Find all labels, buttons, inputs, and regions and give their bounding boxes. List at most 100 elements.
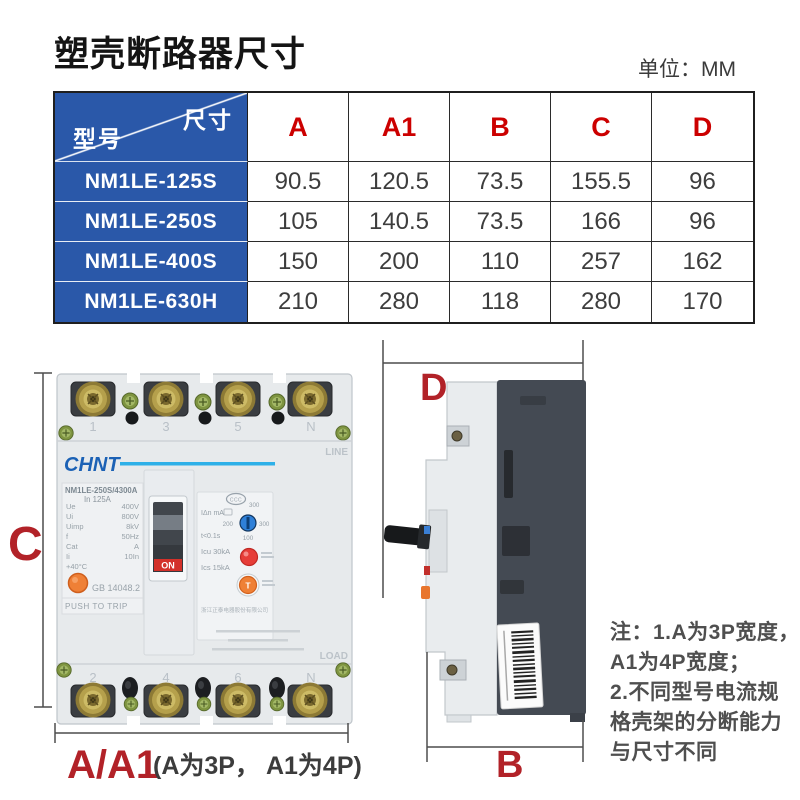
dim-label-c: C	[8, 518, 43, 571]
spec-label: Ue	[66, 502, 76, 511]
value-cell: 150	[248, 242, 349, 282]
table-row: NM1LE-630H 210 280 118 280 170	[55, 282, 753, 322]
pole-number: N	[306, 419, 315, 434]
on-indicator	[154, 559, 182, 571]
pole-number: 6	[234, 670, 241, 685]
corner-label-model: 型号	[73, 126, 123, 152]
terminal-screw-icon	[74, 380, 112, 418]
value-cell: 110	[450, 242, 551, 282]
dial-value-right: 300	[259, 521, 270, 528]
brand-logo: CHNT	[64, 454, 121, 476]
dim-label-d: D	[420, 367, 447, 409]
pole-number: 2	[89, 670, 96, 685]
brand-accent-line	[120, 462, 275, 466]
ccc-mark-icon	[225, 492, 247, 506]
terminal-screw-icon	[219, 681, 257, 719]
value-cell: 120.5	[349, 162, 450, 202]
page-title: 塑壳断路器尺寸	[54, 35, 307, 74]
terminal-screw-icon	[74, 681, 112, 719]
pole-number: 3	[162, 419, 169, 434]
notes-block: 注：1.A为3P宽度， A1为4P宽度； 2.不同型号电流规 格壳架的分断能力 …	[610, 618, 800, 768]
column-header-b: B	[450, 93, 551, 162]
corner-cell: 尺寸 型号	[55, 93, 248, 162]
value-cell: 96	[652, 162, 753, 202]
dimension-table: 尺寸 型号 A A1 B C D NM1LE-125S 90.5 120.5 7…	[53, 91, 755, 324]
small-screw-icon	[123, 696, 139, 712]
table-row: NM1LE-125S 90.5 120.5 73.5 155.5 96	[55, 162, 753, 202]
value-cell: 90.5	[248, 162, 349, 202]
side-orange-button	[421, 586, 430, 599]
column-header-c: C	[551, 93, 652, 162]
value-cell: 105	[248, 202, 349, 242]
value-cell: 118	[450, 282, 551, 322]
reset-button	[239, 547, 259, 567]
value-cell: 210	[248, 282, 349, 322]
small-screw-icon	[268, 393, 286, 411]
front-view-figure: C	[8, 372, 362, 787]
spec-label: +40°C	[66, 562, 88, 571]
value-cell: 96	[652, 202, 753, 242]
test-button-label: T	[245, 581, 251, 591]
company-label: 浙江正泰电器股份有限公司	[201, 606, 268, 614]
ics-label: Ics 15kA	[201, 563, 230, 572]
value-cell: 73.5	[450, 162, 551, 202]
side-toggle-handle	[383, 524, 432, 550]
model-cell: NM1LE-125S	[55, 162, 248, 202]
fine-print-line	[228, 639, 288, 642]
small-screw-icon	[121, 392, 139, 410]
dim-a-note: (A为3P， A1为4P)	[153, 752, 362, 780]
spec-value: 8kV	[126, 522, 139, 531]
terminal-pin-icon	[195, 677, 211, 699]
value-cell: 200	[349, 242, 450, 282]
spec-label: Ui	[66, 512, 73, 521]
side-red-indicator	[424, 566, 430, 575]
column-header-d: D	[652, 93, 753, 162]
terminal-screw-icon	[147, 681, 185, 719]
model-cell: NM1LE-400S	[55, 242, 248, 282]
table-row: NM1LE-250S 105 140.5 73.5 166 96	[55, 202, 753, 242]
model-cell: NM1LE-630H	[55, 282, 248, 322]
column-header-a1: A1	[349, 93, 450, 162]
mount-screw-icon	[335, 662, 351, 678]
pole-number: 1	[89, 419, 96, 434]
terminal-screw-icon	[291, 380, 329, 418]
terminal-screw-icon	[291, 681, 329, 719]
corner-label-size: 尺寸	[183, 107, 233, 133]
dial-value-left: 200	[223, 521, 234, 528]
load-side-label: LOAD	[320, 651, 348, 662]
mount-screw-icon	[56, 662, 72, 678]
dimension-line-c	[34, 372, 52, 708]
spec-value: 10In	[124, 552, 139, 561]
value-cell: 140.5	[349, 202, 450, 242]
note-line: 注：1.A为3P宽度，	[610, 621, 800, 644]
note-line: 格壳架的分断能力	[610, 711, 782, 734]
spec-label: Cat	[66, 542, 79, 551]
value-cell: 73.5	[450, 202, 551, 242]
fine-print-line	[216, 630, 300, 633]
toggle-switch: ON	[143, 469, 195, 656]
value-cell: 166	[551, 202, 652, 242]
dimension-line-d	[382, 340, 584, 598]
fine-print-line	[212, 648, 304, 651]
small-screw-icon	[196, 696, 212, 712]
breaker-front: 1 3 5 N LINE CHNT NM1LE-250S/4300A In 12…	[56, 373, 353, 725]
breaker-side	[383, 380, 586, 723]
small-screw-icon	[269, 696, 285, 712]
value-cell: 280	[551, 282, 652, 322]
dimension-line-b	[426, 652, 584, 762]
table-row: NM1LE-400S 150 200 110 257 162	[55, 242, 753, 282]
spec-label: f	[66, 532, 69, 541]
note-line: 与尺寸不同	[610, 741, 718, 764]
dim-label-b: B	[496, 744, 523, 786]
terminal-screw-icon	[219, 380, 257, 418]
pole-number: N	[306, 670, 315, 685]
value-cell: 155.5	[551, 162, 652, 202]
pole-number: 4	[162, 670, 169, 685]
note-line: A1为4P宽度；	[610, 651, 751, 674]
nameplate-rating: In 125A	[84, 495, 112, 504]
spec-value: A	[134, 542, 139, 551]
spec-value: 400V	[121, 502, 139, 511]
dim-label-a: A/A1	[67, 743, 158, 787]
side-view-figure: D	[382, 340, 586, 786]
figures-canvas: C	[8, 340, 586, 787]
